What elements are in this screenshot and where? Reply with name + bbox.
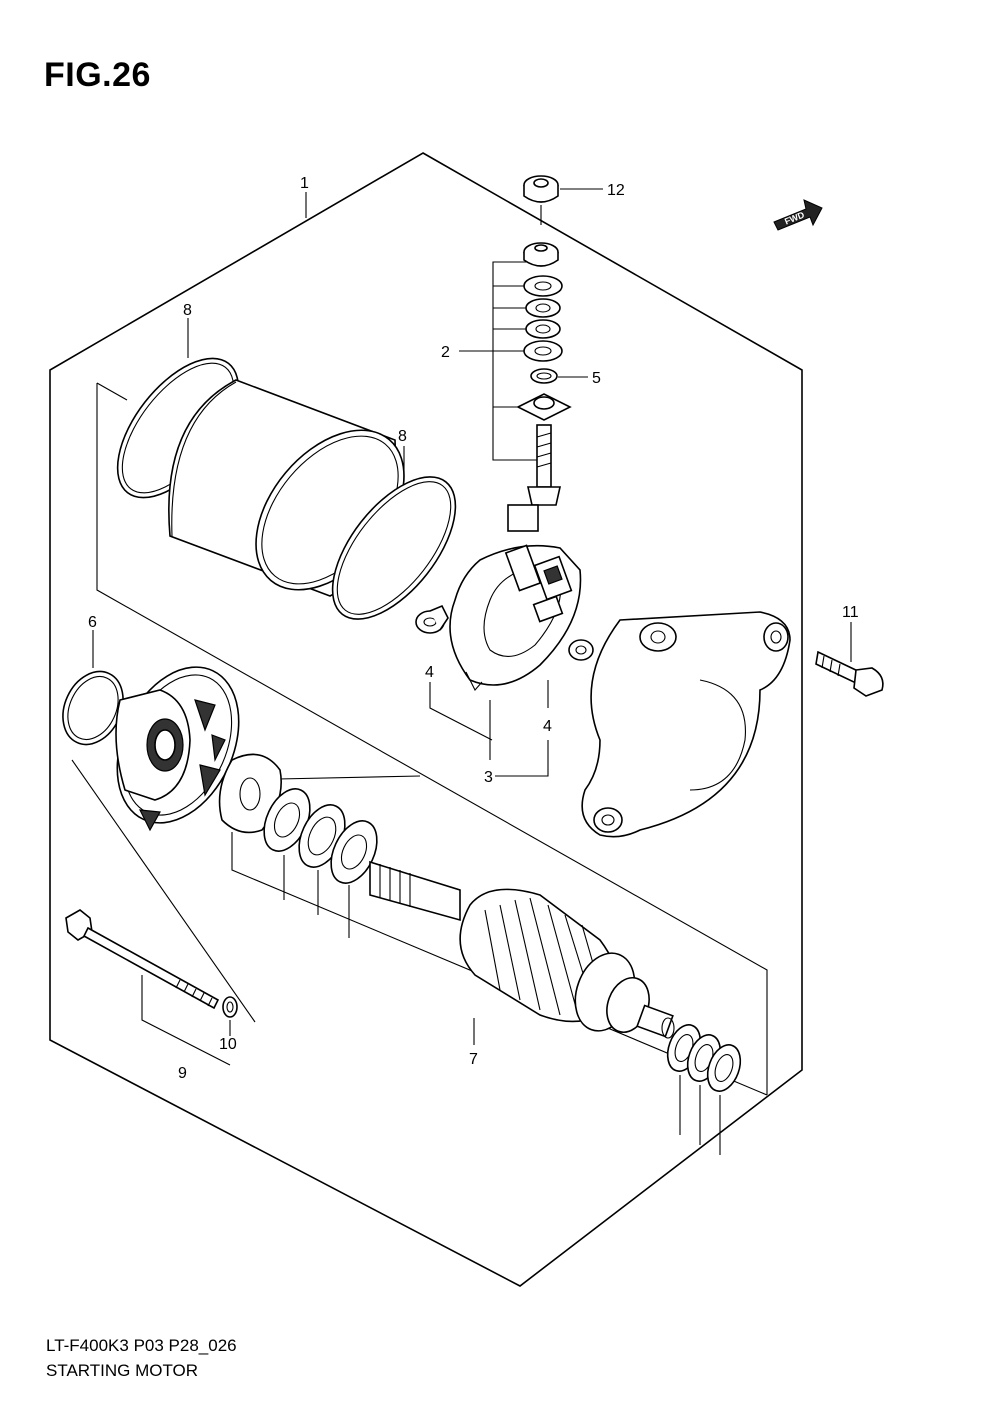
part-7-armature: [369, 860, 675, 1039]
part-2-washer-stack: [523, 242, 563, 362]
part-5-o-ring: [530, 368, 558, 384]
assembly-outline: [49, 152, 803, 1287]
callout-5: 5: [592, 370, 601, 387]
part-10-washer: [222, 996, 238, 1018]
callout-1: 1: [300, 175, 309, 192]
part-8-o-ring-lower: [331, 476, 457, 620]
callout-2: 2: [441, 344, 450, 361]
shim-washer-set: [218, 753, 378, 884]
callout-9: 9: [178, 1065, 187, 1082]
forward-badge-text: FWD: [783, 209, 806, 226]
callout-8-lower: 8: [398, 428, 407, 445]
rear-end-cover: [581, 611, 791, 838]
terminal-bolt-assembly: [507, 393, 572, 532]
callout-8-upper: 8: [183, 302, 192, 319]
forward-arrow-icon: [773, 199, 823, 231]
part-4-brush-spring-right: [568, 639, 594, 661]
rear-shim-set: [666, 1024, 742, 1092]
front-housing-bracket: [115, 666, 240, 832]
callout-10: 10: [219, 1036, 237, 1053]
part-4-brush-spring-left: [415, 604, 449, 634]
model-code: LT-F400K3 P03 P28_026: [46, 1336, 237, 1355]
part-11-bolt: [815, 650, 884, 697]
figure-title: FIG.26: [44, 56, 151, 94]
assembly-name: STARTING MOTOR: [46, 1361, 199, 1380]
callout-6: 6: [88, 614, 97, 631]
part-3-brush-holder-plate: [449, 544, 582, 691]
callout-4-left: 4: [425, 664, 434, 681]
callout-4-right: 4: [543, 718, 552, 735]
callout-3: 3: [484, 769, 493, 786]
callout-11: 11: [842, 604, 859, 621]
part-12-nut: [523, 175, 559, 203]
callout-12: 12: [607, 182, 625, 199]
callout-7: 7: [469, 1051, 478, 1068]
part-9-through-bolt: [65, 909, 220, 1010]
forward-badge: FWD: [773, 199, 823, 231]
